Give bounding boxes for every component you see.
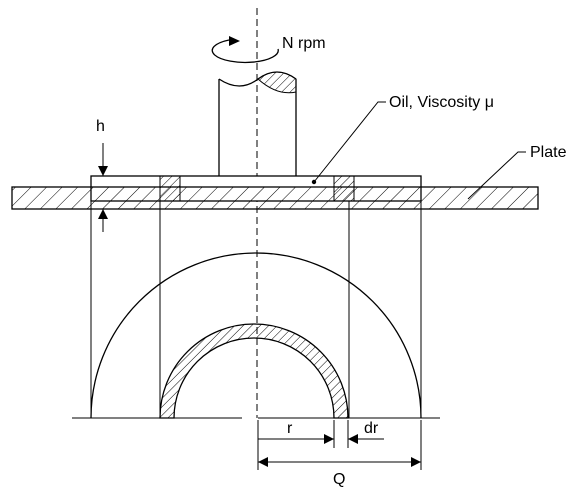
plate-label: Plate (530, 144, 567, 161)
outer-radius-dimension (258, 420, 422, 470)
outer-radius-label: Q (333, 471, 345, 488)
oil-leader (313, 101, 386, 183)
radius-label: r (287, 420, 293, 437)
oil-label: Oil, Viscosity μ (389, 94, 494, 111)
gap-indicator (98, 143, 108, 232)
increment-label: dr (364, 420, 379, 437)
plan-outer-circle (90, 252, 422, 419)
plate (11, 186, 539, 210)
plate-leader (467, 151, 526, 200)
annular-ring (159, 323, 349, 419)
speed-label: N rpm (282, 35, 326, 52)
shaft (218, 71, 297, 176)
gap-label: h (96, 118, 105, 135)
rotation-arrow-icon (211, 36, 279, 64)
